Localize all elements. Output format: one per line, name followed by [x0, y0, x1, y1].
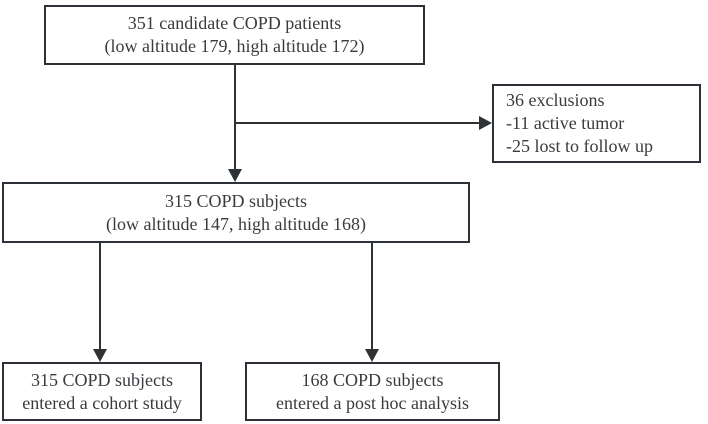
subjects-box: 315 COPD subjects (low altitude 147, hig…	[2, 182, 470, 243]
cohort-line-1: 315 COPD subjects	[30, 369, 173, 390]
candidates-line-1: 351 candidate COPD patients	[127, 13, 342, 33]
subjects-line-1: 315 COPD subjects	[164, 190, 307, 211]
connector-subjects-to-posthoc	[371, 243, 373, 350]
posthoc-box: 168 COPD subjects entered a post hoc ana…	[245, 362, 500, 421]
posthoc-line-1: 168 COPD subjects	[301, 369, 444, 390]
subjects-line-2: (low altitude 147, high altitude 168)	[106, 213, 366, 234]
arrowhead-right-icon	[479, 116, 492, 130]
exclusions-line-2: -11 active tumor	[506, 113, 625, 133]
connector-subjects-to-cohort	[99, 243, 101, 350]
posthoc-line-2: entered a post hoc analysis	[276, 392, 469, 413]
candidates-box: 351 candidate COPD patients (low altitud…	[44, 5, 425, 65]
arrowhead-down-icon	[93, 349, 107, 362]
candidates-line-2: (low altitude 179, high altitude 172)	[104, 36, 365, 56]
exclusions-box: 36 exclusions -11 active tumor -25 lost …	[492, 84, 701, 163]
connector-to-exclusions	[235, 122, 480, 124]
arrowhead-down-icon	[365, 349, 379, 362]
connector-candidates-to-subjects	[234, 65, 236, 170]
exclusions-line-3: -25 lost to follow up	[506, 136, 653, 156]
cohort-box: 315 COPD subjects entered a cohort study	[2, 362, 202, 421]
cohort-line-2: entered a cohort study	[22, 392, 182, 413]
arrowhead-down-icon	[228, 169, 242, 182]
exclusions-line-1: 36 exclusions	[506, 90, 605, 110]
